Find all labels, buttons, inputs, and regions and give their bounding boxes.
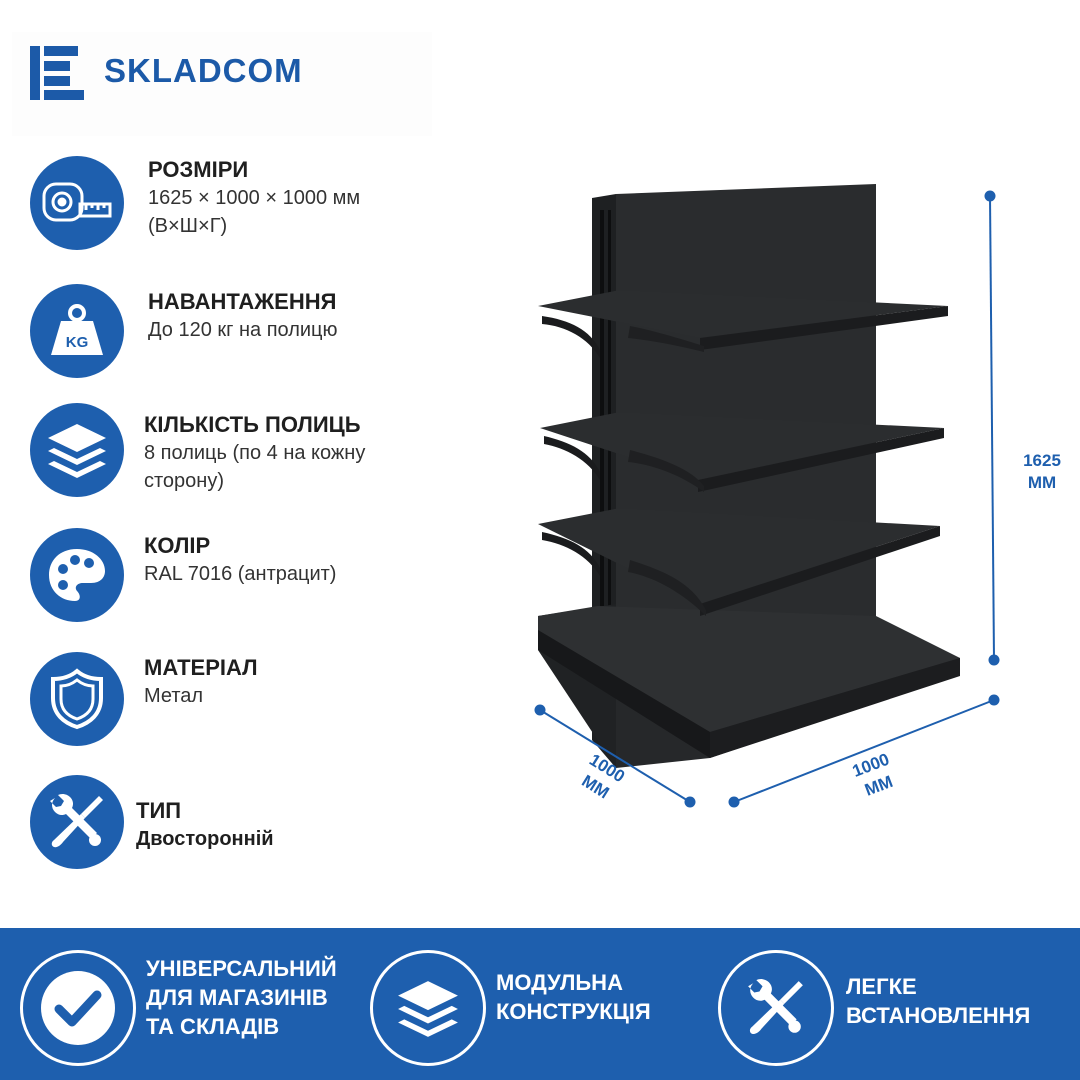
brand-name: SKLADCOM (104, 52, 303, 89)
layers-icon (370, 950, 486, 1066)
spec-value: Двосторонній (136, 828, 274, 850)
spec-value: сторону) (144, 470, 225, 492)
spec-title: РОЗМІРИ (148, 157, 249, 182)
spec-value: 8 полиць (по 4 на кожну (144, 442, 366, 464)
spec-value: RAL 7016 (антрацит) (144, 563, 337, 585)
palette-icon (30, 528, 124, 622)
dimension-lines (534, 190, 1000, 808)
brand-logo: SKLADCOM (12, 32, 432, 136)
spec-value: Метал (144, 685, 204, 707)
feature-universal: УНІВЕРСАЛЬНИЙ ДЛЯ МАГАЗИНІВ ТА СКЛАДІВ (146, 956, 337, 1039)
feature-modular: МОДУЛЬНА КОНСТРУКЦІЯ (496, 970, 651, 1024)
spec-value: 1625 × 1000 × 1000 мм (148, 187, 361, 209)
feature-easy-install: ЛЕГКЕ ВСТАНОВЛЕННЯ (846, 974, 1031, 1028)
spec-value: До 120 кг на полицю (148, 319, 338, 341)
skladcom-logo-icon (30, 46, 84, 100)
spec-title: МАТЕРІАЛ (144, 655, 258, 680)
spec-title: НАВАНТАЖЕННЯ (148, 289, 337, 314)
spec-title: КІЛЬКІСТЬ ПОЛИЦЬ (144, 412, 361, 437)
spec-title: ТИП (136, 798, 182, 823)
height-dimension-label: 1625 мм (1023, 451, 1061, 492)
svg-text:KG: KG (66, 334, 89, 351)
kg-weight-icon: KG (30, 284, 124, 378)
spec-title: КОЛІР (144, 533, 211, 558)
tape-measure-icon (30, 156, 124, 250)
checkmark-icon (20, 950, 136, 1066)
tools-icon (718, 950, 834, 1066)
shield-icon (30, 652, 124, 746)
spec-value: (В×Ш×Г) (148, 215, 228, 237)
tools-icon (30, 775, 124, 869)
gondola-shelf-illustration (538, 184, 960, 768)
layers-icon (30, 403, 124, 497)
features-banner: УНІВЕРСАЛЬНИЙ ДЛЯ МАГАЗИНІВ ТА СКЛАДІВ М… (0, 928, 1080, 1080)
